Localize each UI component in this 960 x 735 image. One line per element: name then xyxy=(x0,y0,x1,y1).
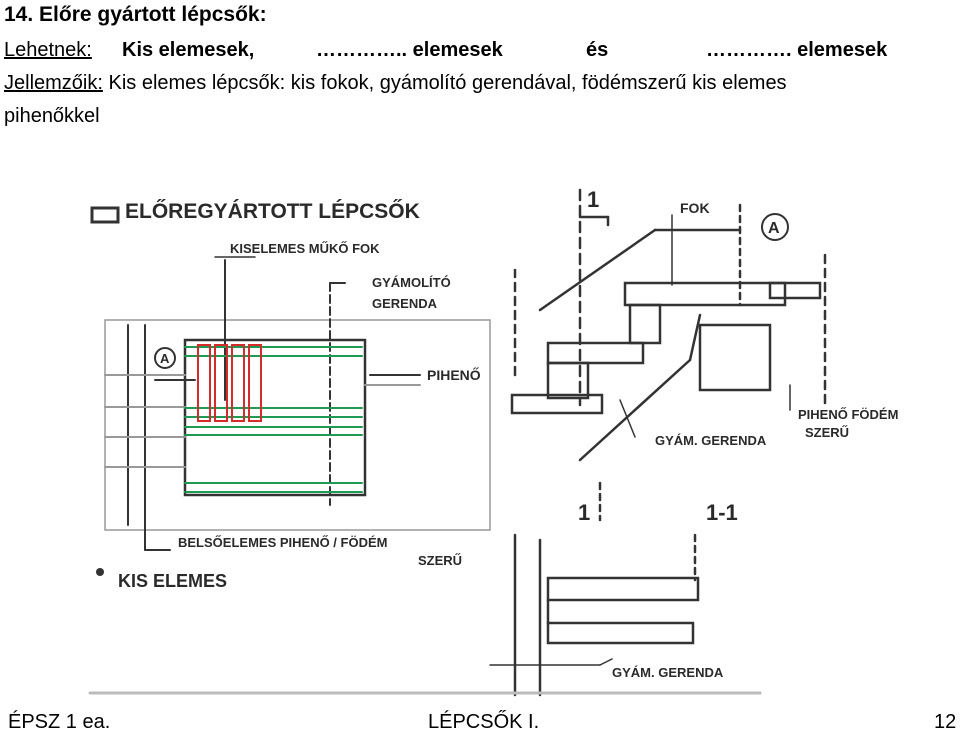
label-small-element: KIS ELEMES xyxy=(118,571,227,591)
type-blank-2: …………. elemesek xyxy=(706,39,888,61)
types-line: Lehetnek: xyxy=(4,40,92,60)
label-landing: PIHENŐ xyxy=(427,366,481,383)
slide-title: 14. Előre gyártott lépcsők: xyxy=(4,3,267,26)
types-conjunction: és xyxy=(586,39,609,61)
features-label: Jellemzőik: xyxy=(4,72,103,94)
label-support-beam: GYÁMOLÍTÓ xyxy=(372,275,451,290)
label-landing-slab-2: SZERŰ xyxy=(805,425,849,440)
footer-course: ÉPSZ 1 ea. xyxy=(8,711,111,733)
label-gyam-beam: GYÁM. GERENDA xyxy=(655,433,767,448)
heading-box-icon xyxy=(90,206,120,224)
type-small: Kis elemesek, xyxy=(122,39,255,61)
section-title: 1-1 xyxy=(706,500,738,525)
label-gyam-beam-bottom: GYÁM. GERENDA xyxy=(612,665,724,680)
plan-view xyxy=(96,256,491,576)
types-label: Lehetnek: xyxy=(4,39,92,61)
label-landing-bottom-2: SZERŰ xyxy=(418,553,462,568)
section-mark-bottom: 1 xyxy=(578,500,590,525)
plan-detail-mark: A xyxy=(160,351,170,366)
sketch-heading: ELŐREGYÁRTOTT LÉPCSŐK xyxy=(125,200,420,223)
label-landing-bottom: BELSŐELEMES PIHENŐ / FÖDÉM xyxy=(178,535,387,550)
features-text-cont: pihenőkkel xyxy=(4,105,100,127)
footer-topic: LÉPCSŐK I. xyxy=(428,711,540,733)
type-blank-1: ………….. elemesek xyxy=(316,39,503,61)
label-step: FOK xyxy=(680,200,710,216)
section-mark-top: 1 xyxy=(587,187,599,212)
section-view xyxy=(510,188,827,522)
label-support-beam-2: GERENDA xyxy=(372,296,438,311)
label-small-step: KISELEMES MŰKŐ FOK xyxy=(230,241,380,256)
label-landing-slab: PIHENŐ FÖDÉM xyxy=(798,407,898,422)
features-line: Jellemzőik: Kis elemes lépcsők: kis foko… xyxy=(4,73,787,93)
staircase-sketch: ELŐREGYÁRTOTT LÉPCSŐK KISELEMES MŰKŐ FOK… xyxy=(88,187,898,697)
section-detail-mark: A xyxy=(768,220,780,237)
features-text: Kis elemes lépcsők: kis fokok, gyámolító… xyxy=(108,72,787,94)
section-1-1-view xyxy=(489,533,700,697)
footer-page-number: 12 xyxy=(934,711,957,733)
